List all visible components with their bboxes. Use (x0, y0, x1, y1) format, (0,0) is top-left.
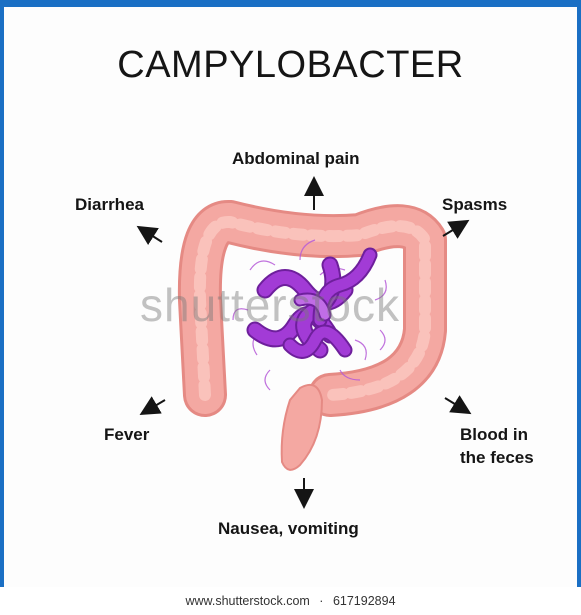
footer-image-number: 617192894 (333, 594, 396, 608)
rectum (282, 385, 322, 470)
label-fever: Fever (104, 424, 149, 446)
label-blood-line1: Blood in (460, 424, 528, 446)
footer: www.shutterstock.com · 617192894 (0, 587, 581, 615)
label-nausea: Nausea, vomiting (218, 518, 359, 540)
arrow-diarrhea (140, 228, 162, 242)
arrow-fever (143, 400, 165, 413)
label-blood-line2: the feces (460, 447, 534, 469)
arrow-blood (445, 398, 468, 412)
footer-site: www.shutterstock.com (185, 594, 309, 608)
label-spasms: Spasms (442, 194, 507, 216)
arrow-spasms (443, 222, 466, 236)
footer-separator: · (319, 594, 323, 608)
label-abdominal-pain: Abdominal pain (232, 148, 360, 170)
label-diarrhea: Diarrhea (75, 194, 144, 216)
watermark: shutterstock (140, 278, 400, 332)
